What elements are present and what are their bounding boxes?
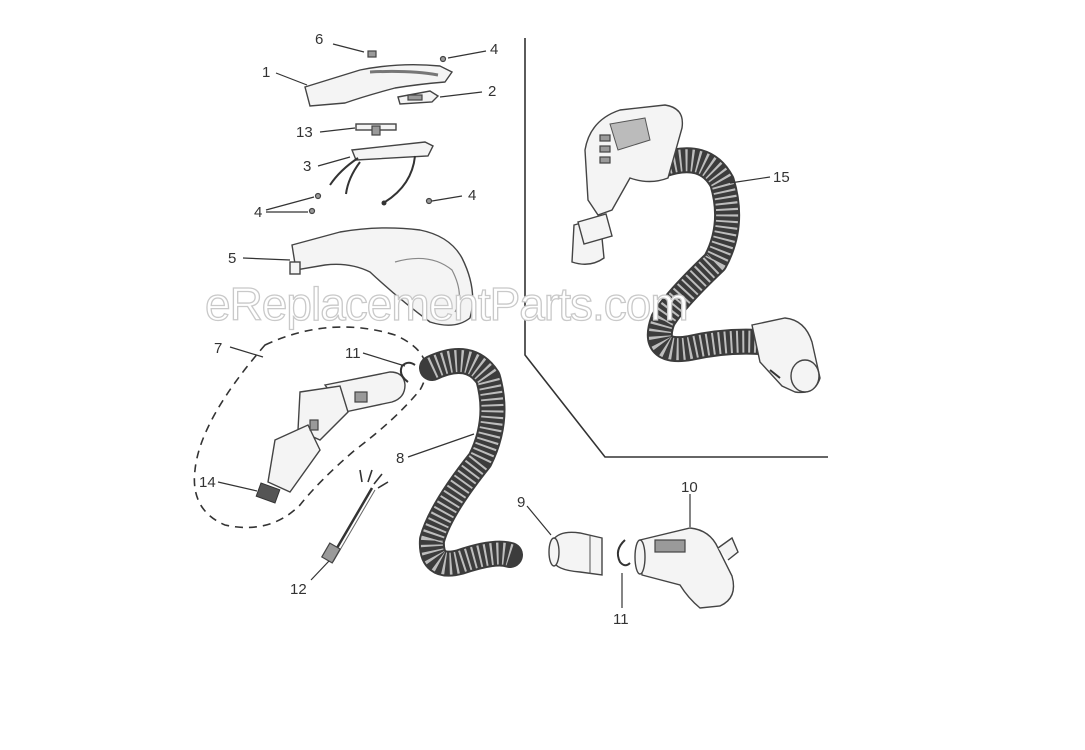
callout-13: 13 — [296, 124, 313, 141]
callout-10: 10 — [681, 479, 698, 496]
callout-6: 6 — [315, 31, 323, 48]
part-10-swivel-elbow — [634, 527, 739, 609]
part-8-hose — [418, 348, 523, 577]
callout-5: 5 — [228, 250, 236, 267]
callout-3: 3 — [303, 158, 311, 175]
callout-12: 12 — [290, 581, 307, 598]
part-11-clip-upper — [399, 361, 416, 383]
part-1-handle-top-cover — [304, 63, 454, 107]
callout-2: 2 — [488, 83, 496, 100]
callout-4: 4 — [468, 187, 476, 204]
inset-border — [524, 38, 828, 458]
part-6-clip — [367, 50, 377, 58]
part-15-hose-assembly — [571, 104, 821, 394]
part-4-screw-top — [439, 55, 447, 63]
callout-11: 11 — [613, 611, 629, 628]
callout-numbers: 6 4 1 2 13 3 4 4 5 7 11 8 14 9 10 11 12 … — [199, 31, 790, 628]
part-7-group-outline — [193, 326, 427, 529]
callout-14: 14 — [199, 474, 216, 491]
leader-lines — [217, 43, 771, 608]
callout-4: 4 — [490, 41, 498, 58]
part-11-clip-lower — [616, 539, 631, 567]
callout-1: 1 — [262, 64, 270, 81]
callout-11: 11 — [345, 345, 361, 362]
callout-15: 15 — [773, 169, 790, 186]
part-9-coupler — [548, 531, 603, 576]
callout-9: 9 — [517, 494, 525, 511]
part-5-handle-body — [289, 227, 474, 326]
part-13-slider — [355, 123, 397, 136]
part-4-screws — [308, 192, 433, 215]
watermark: eReplacementParts.com — [205, 278, 688, 330]
part-12-brush-tool — [320, 469, 389, 564]
callout-8: 8 — [396, 450, 404, 467]
part-3-switch-board — [329, 141, 434, 206]
callout-7: 7 — [214, 340, 222, 357]
part-2-switch-button — [397, 90, 440, 105]
part-14-cuff — [255, 482, 281, 504]
part-7-hose-end-handle — [267, 371, 406, 493]
callout-4: 4 — [254, 204, 262, 221]
